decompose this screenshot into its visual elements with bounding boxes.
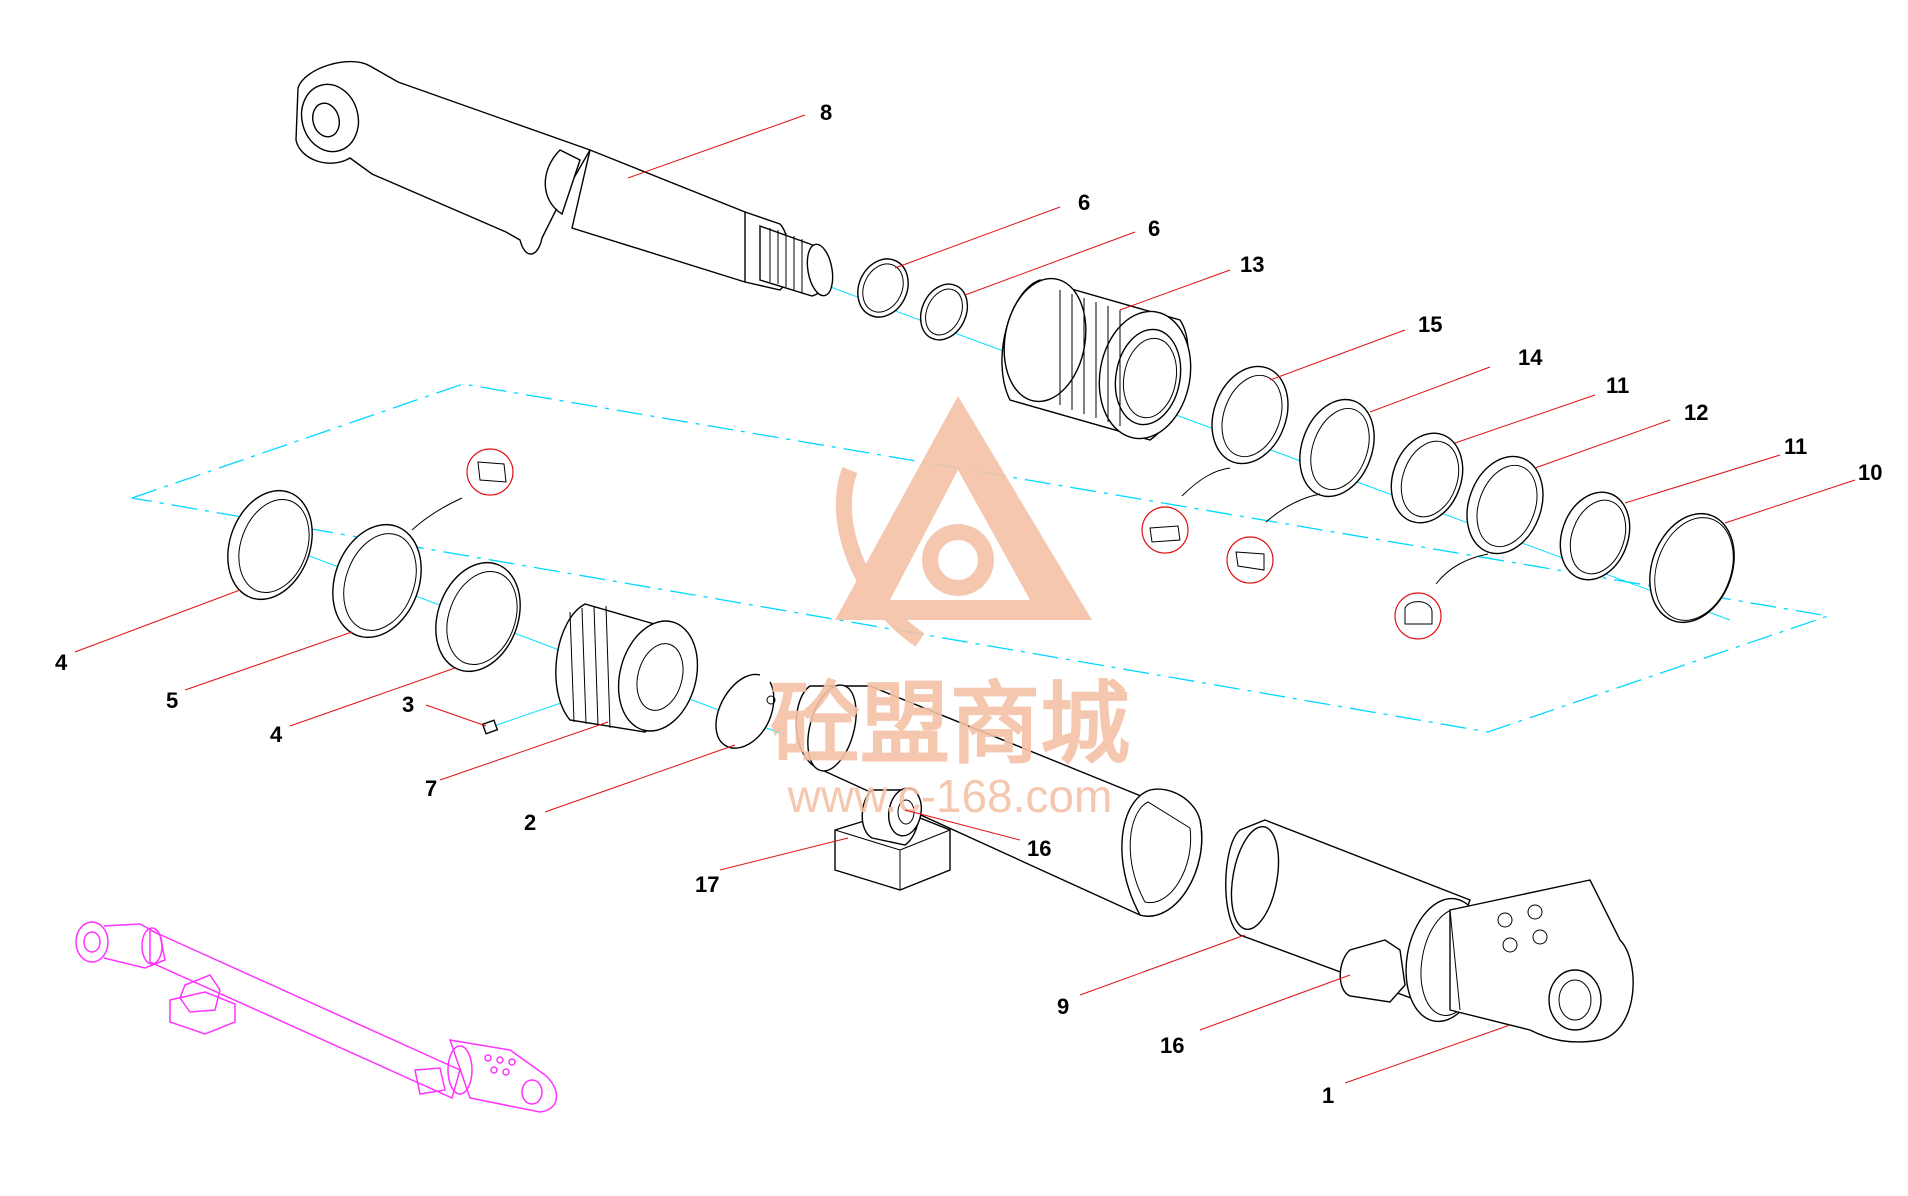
seal-profile-detail-5 — [411, 448, 514, 531]
callout-label: 17 — [695, 872, 719, 897]
callout-label: 9 — [1057, 994, 1069, 1019]
guide-sleeve — [1001, 277, 1192, 441]
callout-label: 6 — [1078, 190, 1090, 215]
piston-7 — [555, 603, 699, 733]
seal-profile-detail-12 — [1394, 553, 1489, 640]
callout-label: 6 — [1148, 216, 1160, 241]
ring-10 — [1649, 512, 1735, 624]
assembly-overview — [75, 921, 558, 1113]
guide-ring-4a — [227, 489, 313, 601]
callout-label: 15 — [1418, 312, 1442, 337]
callout-label: 12 — [1684, 400, 1708, 425]
callout-label: 16 — [1160, 1033, 1184, 1058]
callout-label: 13 — [1240, 252, 1264, 277]
callout-label: 1 — [1322, 1083, 1334, 1108]
callout-label: 2 — [524, 810, 536, 835]
cylinder-end-1 — [1225, 819, 1634, 1043]
callout-label: 5 — [166, 688, 178, 713]
seal-profile-detail-14 — [1226, 493, 1321, 584]
guide-ring-4b — [435, 561, 521, 673]
seal-profile-detail-15 — [1141, 467, 1231, 554]
seal-15 — [1211, 365, 1289, 465]
snap-ring-2 — [715, 673, 776, 749]
callout-label: 8 — [820, 100, 832, 125]
section-plane — [131, 383, 1829, 733]
watermark-logo — [835, 396, 1092, 647]
callout-label: 10 — [1858, 460, 1882, 485]
watermark: 砼盟商城 www.c-168.com — [770, 396, 1130, 822]
o-ring-6a — [857, 258, 909, 318]
callouts: 8 6 6 13 15 14 11 12 11 10 4 5 4 3 7 2 1… — [55, 100, 1882, 1108]
nut-16a — [861, 787, 922, 846]
watermark-name: 砼盟商城 — [770, 672, 1130, 777]
leader-lines — [74, 114, 1856, 1084]
seal-5 — [332, 523, 422, 639]
callout-label: 11 — [1606, 373, 1629, 398]
callout-label: 16 — [1027, 836, 1051, 861]
o-ring-6b — [919, 283, 969, 341]
callout-label: 7 — [425, 776, 437, 801]
callout-label: 3 — [402, 692, 414, 717]
ring-11a — [1390, 432, 1464, 524]
callout-label: 11 — [1784, 434, 1807, 459]
watermark-url: www.c-168.com — [787, 770, 1113, 822]
callout-label: 4 — [55, 650, 68, 675]
seal-14 — [1299, 398, 1375, 498]
piston-rod — [295, 60, 834, 297]
cylinder-barrel — [795, 684, 1203, 917]
callout-label: 4 — [270, 722, 283, 747]
callout-label: 14 — [1518, 345, 1543, 370]
seal-12 — [1466, 455, 1544, 555]
ring-11b — [1559, 491, 1631, 581]
set-screw-3 — [481, 719, 499, 735]
